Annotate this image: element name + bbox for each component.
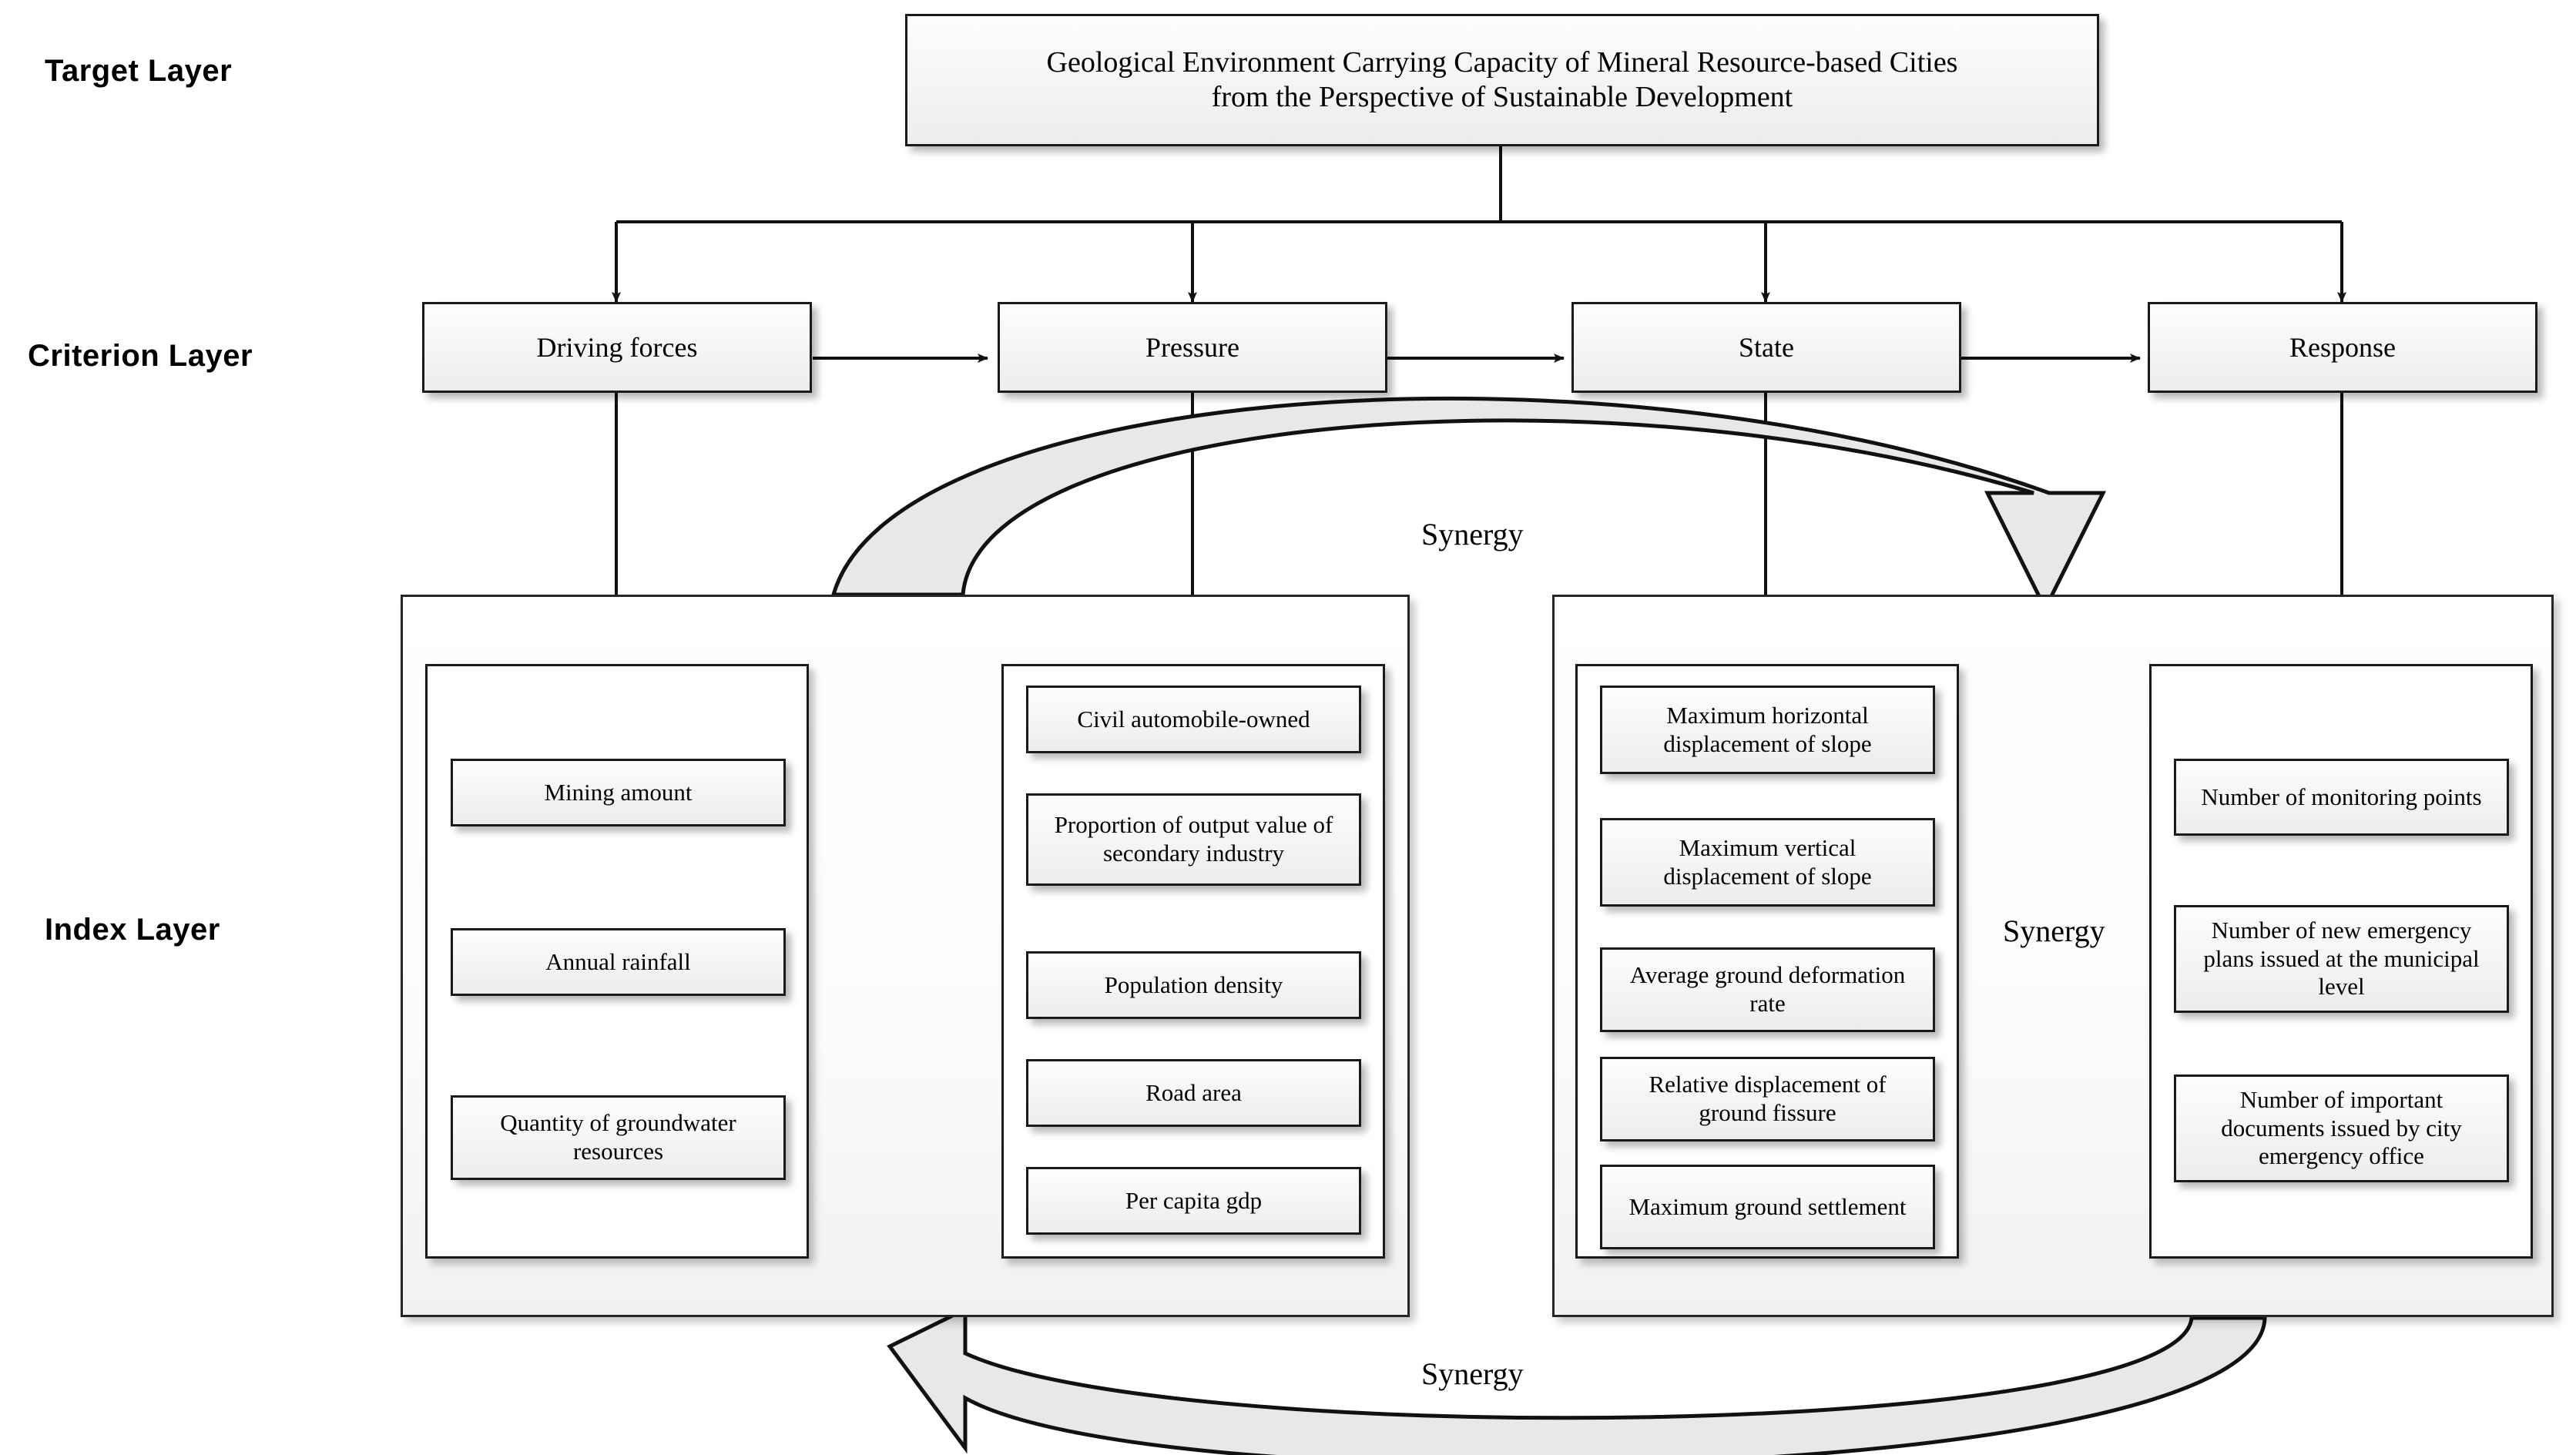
index-box-civil-automobile-owned[interactable]: Civil automobile-owned bbox=[1026, 686, 1361, 753]
index-label: Population density bbox=[1104, 971, 1283, 998]
index-label: Relative displacement of ground fissure bbox=[1649, 1071, 1887, 1126]
index-label: Proportion of output value of secondary … bbox=[1054, 811, 1333, 867]
index-label: Maximum ground settlement bbox=[1628, 1192, 1907, 1220]
target-title-line2: from the Perspective of Sustainable Deve… bbox=[1211, 81, 1793, 113]
target-title-line1: Geological Environment Carrying Capacity… bbox=[1046, 46, 1958, 79]
criterion-label: State bbox=[1739, 331, 1794, 363]
target-layer-box[interactable]: Geological Environment Carrying Capacity… bbox=[905, 14, 2099, 146]
layer-label-target: Target Layer bbox=[45, 54, 233, 88]
synergy-label-top: Synergy bbox=[1421, 517, 1524, 551]
index-label: Civil automobile-owned bbox=[1077, 705, 1310, 733]
criterion-label: Driving forces bbox=[536, 331, 698, 363]
index-box-proportion-of-output-value-of-secondary-industry[interactable]: Proportion of output value of secondary … bbox=[1026, 793, 1361, 886]
index-box-per-capita-gdp[interactable]: Per capita gdp bbox=[1026, 1167, 1361, 1235]
index-box-mining-amount[interactable]: Mining amount bbox=[451, 759, 786, 826]
criterion-box-state[interactable]: State bbox=[1571, 302, 1961, 393]
criterion-box-pressure[interactable]: Pressure bbox=[998, 302, 1387, 393]
index-box-maximum-vertical-displacement-of-slope[interactable]: Maximum vertical displacement of slope bbox=[1600, 818, 1935, 907]
synergy-label-bottom: Synergy bbox=[1421, 1356, 1524, 1391]
synergy-label-middle: Synergy bbox=[2003, 914, 2105, 948]
synergy-bottom-block-arrow bbox=[887, 1306, 2267, 1455]
index-box-annual-rainfall[interactable]: Annual rainfall bbox=[451, 928, 786, 996]
layer-label-criterion: Criterion Layer bbox=[28, 339, 253, 373]
index-box-road-area[interactable]: Road area bbox=[1026, 1059, 1361, 1127]
index-label: Number of monitoring points bbox=[2201, 783, 2482, 810]
index-label: Number of important documents issued by … bbox=[2221, 1086, 2462, 1170]
criterion-box-response[interactable]: Response bbox=[2148, 302, 2537, 393]
index-label: Annual rainfall bbox=[545, 947, 691, 975]
layer-label-index: Index Layer bbox=[45, 913, 220, 947]
index-box-number-of-new-emergency-plans[interactable]: Number of new emergency plans issued at … bbox=[2174, 905, 2509, 1013]
index-box-quantity-of-groundwater-resources[interactable]: Quantity of groundwater resources bbox=[451, 1095, 786, 1180]
index-label: Mining amount bbox=[544, 778, 693, 806]
index-box-maximum-ground-settlement[interactable]: Maximum ground settlement bbox=[1600, 1165, 1935, 1249]
criterion-label: Pressure bbox=[1145, 331, 1239, 363]
index-box-maximum-horizontal-displacement-of-slope[interactable]: Maximum horizontal displacement of slope bbox=[1600, 686, 1935, 774]
index-label: Quantity of groundwater resources bbox=[500, 1109, 736, 1165]
index-box-population-density[interactable]: Population density bbox=[1026, 951, 1361, 1019]
index-label: Number of new emergency plans issued at … bbox=[2203, 917, 2480, 1001]
index-label: Maximum horizontal displacement of slope bbox=[1663, 701, 1872, 757]
index-box-average-ground-deformation-rate[interactable]: Average ground deformation rate bbox=[1600, 947, 1935, 1032]
index-label: Average ground deformation rate bbox=[1629, 961, 1906, 1017]
criterion-box-driving-forces[interactable]: Driving forces bbox=[422, 302, 812, 393]
index-box-relative-displacement-of-ground-fissure[interactable]: Relative displacement of ground fissure bbox=[1600, 1057, 1935, 1142]
index-box-number-of-monitoring-points[interactable]: Number of monitoring points bbox=[2174, 759, 2509, 836]
synergy-top-block-arrow bbox=[830, 396, 2107, 613]
index-label: Per capita gdp bbox=[1125, 1186, 1263, 1214]
index-label: Road area bbox=[1145, 1078, 1242, 1106]
index-label: Maximum vertical displacement of slope bbox=[1663, 833, 1872, 890]
criterion-label: Response bbox=[2289, 331, 2396, 363]
index-box-number-of-important-documents[interactable]: Number of important documents issued by … bbox=[2174, 1074, 2509, 1182]
